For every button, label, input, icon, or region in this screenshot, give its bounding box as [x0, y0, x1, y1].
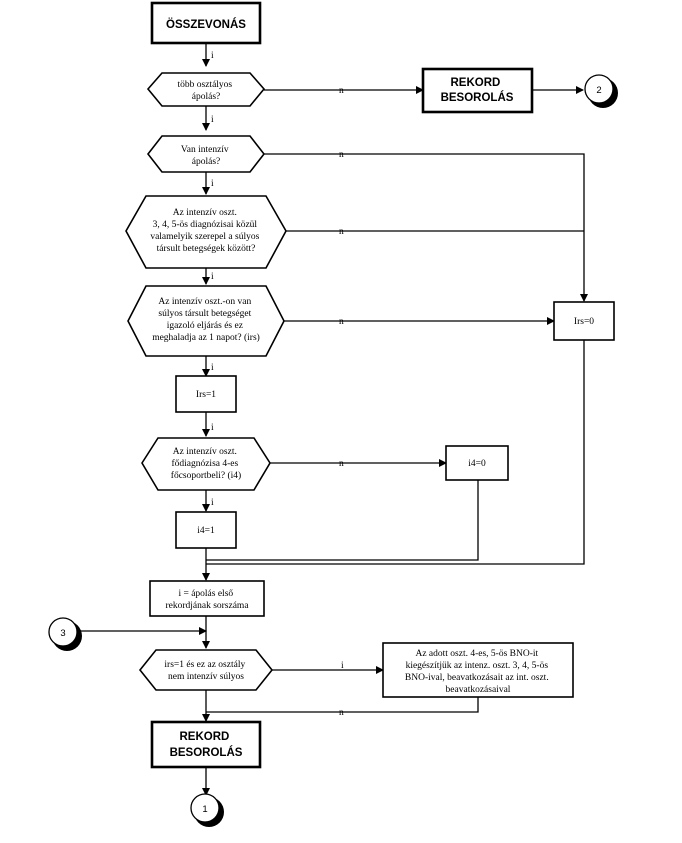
svg-text:2: 2: [596, 85, 601, 96]
label-no: n: [339, 459, 344, 469]
decision-intensive-care: Van intenzív ápolás?: [146, 135, 266, 173]
svg-text:Az intenzív oszt. 3, 4,: Az intenzív oszt. 3, 4, 5-ös diagnózisai…: [150, 208, 261, 254]
box-i4-0: i4=0: [445, 445, 509, 481]
svg-text:Az adott oszt. 4-es, 5-ös BNO-: Az adott oszt. 4-es, 5-ös BNO-it kiegész…: [405, 649, 551, 695]
label-yes: i: [211, 363, 214, 373]
svg-text:REKORD BESOROLÁS: REKORD BESOROLÁS: [441, 77, 514, 104]
edge-d2-irs0: [264, 153, 588, 302]
edge-supp-merge: [206, 697, 479, 713]
svg-text:i = ápolás első rekordjá: i = ápolás első rekordjának sorszáma: [165, 589, 249, 611]
label-yes: i: [211, 115, 214, 125]
edge-labels: i i i i i i i i n n n n n n: [211, 51, 344, 718]
connector-1: 1: [190, 793, 224, 827]
start-box: ÖSSZEVONÁS: [150, 1, 262, 45]
record-classification-top: REKORD BESOROLÁS: [421, 67, 534, 114]
label-no: n: [339, 227, 344, 237]
flow-lines: [79, 43, 588, 796]
label-no: n: [339, 317, 344, 327]
svg-text:i4=1: i4=1: [197, 526, 215, 536]
decision-diagnoses-comorbid: Az intenzív oszt. 3, 4, 5-ös diagnózisai…: [125, 195, 287, 269]
edge-irs0-merge: [206, 340, 585, 565]
svg-text:Irs=0: Irs=0: [574, 317, 594, 327]
svg-text:1: 1: [202, 804, 207, 815]
label-yes: i: [211, 179, 214, 189]
decision-irs-procedure: Az intenzív oszt.-on van súlyos társult …: [127, 285, 285, 357]
box-first-record: i = ápolás első rekordjának sorszáma: [149, 580, 265, 617]
svg-text:REKORD BESOROLÁS: REKORD BESOROLÁS: [170, 731, 243, 759]
svg-text:Van intenzív ápolás?: Van intenzív ápolás?: [181, 145, 231, 167]
label-no: n: [339, 708, 344, 718]
svg-text:Irs=1: Irs=1: [196, 390, 216, 400]
box-irs-0: Irs=0: [553, 301, 615, 341]
label-yes: i: [211, 423, 214, 433]
label-no: n: [339, 86, 344, 96]
svg-text:3: 3: [60, 628, 65, 639]
svg-text:irs=1 és ez az osztály n: irs=1 és ez az osztály nem intenzív súly…: [164, 660, 247, 682]
box-irs-1: Irs=1: [175, 375, 237, 413]
decision-main-diagnosis-group4: Az intenzív oszt. fődiagnózisa 4-es főcs…: [141, 437, 271, 491]
label-yes: i: [211, 51, 214, 61]
box-i4-1: i4=1: [175, 511, 237, 549]
label-yes: i: [341, 661, 344, 671]
connector-2: 2: [584, 74, 618, 108]
decision-multi-department: több osztályos ápolás?: [146, 72, 266, 107]
start-title: ÖSSZEVONÁS: [166, 18, 246, 31]
decision-irs-not-intensive: irs=1 és ez az osztály nem intenzív súly…: [138, 649, 274, 691]
record-classification-bottom: REKORD BESOROLÁS: [150, 720, 262, 769]
edge-i40-merge: [206, 480, 479, 561]
label-no: n: [339, 150, 344, 160]
box-supplement-bno: Az adott oszt. 4-es, 5-ös BNO-it kiegész…: [382, 642, 574, 698]
label-yes: i: [211, 498, 214, 508]
connector-3: 3: [48, 617, 82, 651]
svg-text:Az intenzív oszt.-on van: Az intenzív oszt.-on van súlyos társult …: [152, 297, 260, 343]
svg-text:i4=0: i4=0: [468, 459, 486, 469]
decision-text: több osztályos ápolás?: [178, 80, 235, 102]
svg-text:Az intenzív oszt. fődiag: Az intenzív oszt. fődiagnózisa 4-es főcs…: [171, 447, 241, 481]
label-yes: i: [211, 272, 214, 282]
